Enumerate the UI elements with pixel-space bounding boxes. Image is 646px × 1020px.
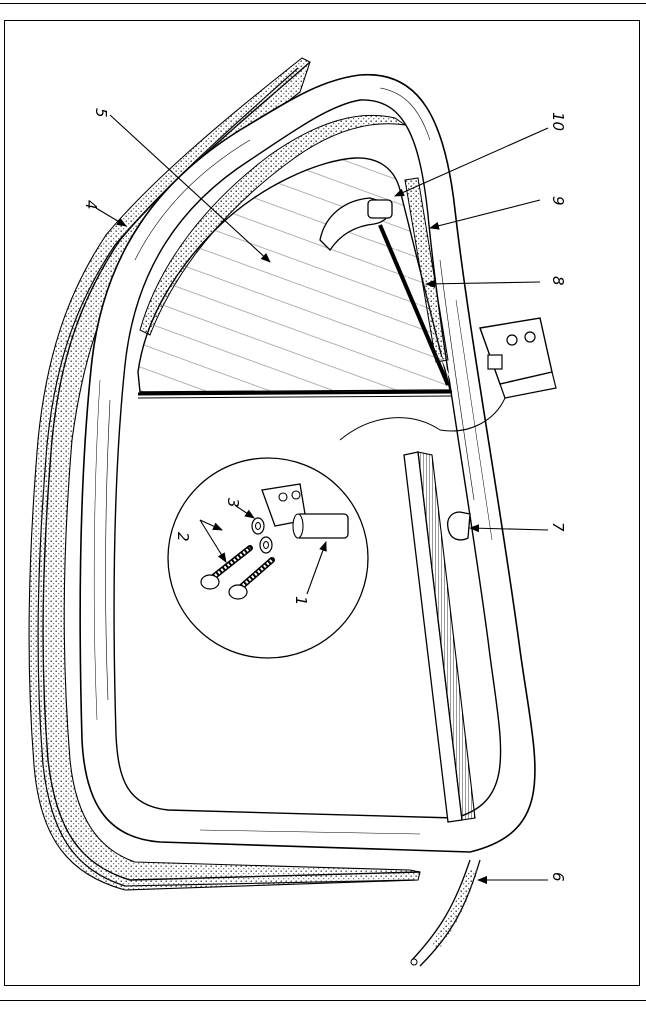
callout-3: 3 (224, 498, 242, 508)
top-rule (0, 3, 646, 4)
figure-frame (4, 20, 640, 986)
right-seal-strip (404, 177, 449, 363)
callout-labels: 5 4 10 9 8 7 6 3 2 1 (82, 108, 567, 882)
callout-5: 5 (92, 108, 110, 118)
callout-9: 9 (549, 196, 567, 206)
bottom-rule (0, 1000, 646, 1001)
callout-1: 1 (292, 596, 310, 606)
window-channel (403, 451, 476, 823)
lower-body-strip (410, 859, 481, 967)
vent-handle (319, 197, 393, 252)
leader-lines (95, 114, 549, 884)
callout-8: 8 (549, 276, 567, 286)
screw (228, 557, 275, 600)
screw (200, 545, 253, 590)
callout-7: 7 (549, 522, 567, 532)
hinge-bracket (479, 317, 557, 399)
callout-4: 4 (82, 200, 100, 210)
callout-2: 2 (174, 532, 192, 542)
retaining-clip (446, 511, 471, 541)
callout-6: 6 (549, 872, 567, 882)
callout-10: 10 (549, 112, 567, 131)
detail-inset (167, 397, 506, 659)
